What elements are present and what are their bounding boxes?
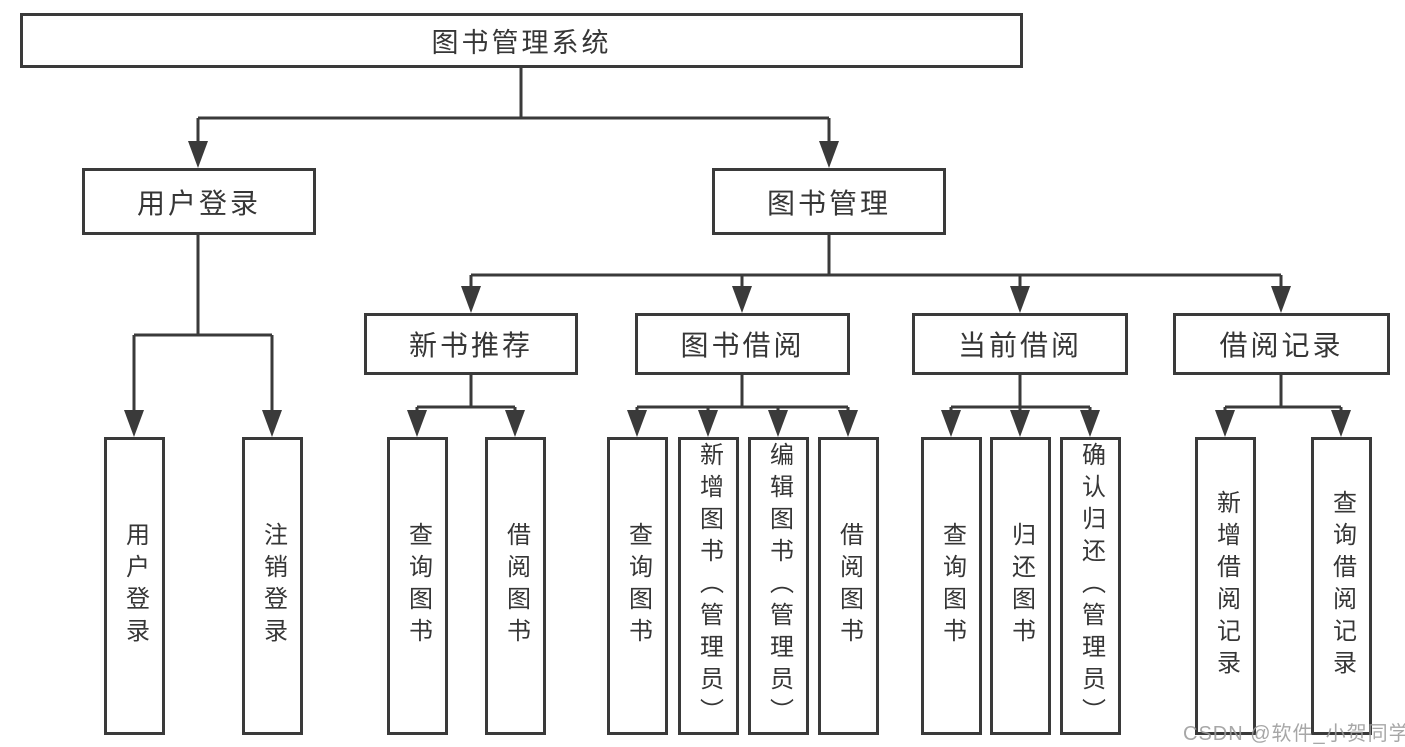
leaf-label: 新增借阅记录 bbox=[1212, 490, 1240, 682]
node-label: 借阅记录 bbox=[1219, 330, 1344, 361]
leaf-add-book-admin: 新增图书（管理员） bbox=[678, 437, 739, 735]
leaf-query-books-recommend: 查询图书 bbox=[387, 437, 448, 735]
leaf-logout: 注销登录 bbox=[242, 437, 303, 735]
leaf-query-books-current: 查询图书 bbox=[921, 437, 982, 735]
leaf-label: 归还图书 bbox=[1007, 522, 1035, 650]
leaf-confirm-return-admin: 确认归还（管理员） bbox=[1060, 437, 1121, 735]
leaf-borrow-books-borrowing: 借阅图书 bbox=[818, 437, 879, 735]
node-label: 图书管理 bbox=[766, 187, 891, 219]
leaf-label: 查询图书 bbox=[624, 522, 652, 650]
leaf-label: 确认归还（管理员） bbox=[1077, 442, 1105, 730]
leaf-query-books-borrowing: 查询图书 bbox=[607, 437, 668, 735]
leaf-label: 查询借阅记录 bbox=[1328, 490, 1356, 682]
leaf-label: 查询图书 bbox=[938, 522, 966, 650]
leaf-borrow-books-recommend: 借阅图书 bbox=[485, 437, 546, 735]
node-book-borrowing: 图书借阅 bbox=[635, 313, 850, 375]
node-root-system: 图书管理系统 bbox=[20, 13, 1023, 68]
arrow-down-icon bbox=[124, 141, 1351, 437]
leaf-label: 借阅图书 bbox=[835, 522, 863, 650]
leaf-label: 新增图书（管理员） bbox=[695, 442, 723, 730]
leaf-label: 编辑图书（管理员） bbox=[765, 442, 793, 730]
node-borrowing-records: 借阅记录 bbox=[1173, 313, 1390, 375]
node-label: 当前借阅 bbox=[957, 330, 1082, 361]
node-label: 新书推荐 bbox=[408, 330, 533, 361]
leaf-user-login: 用户登录 bbox=[104, 437, 165, 735]
node-label: 图书借阅 bbox=[680, 330, 805, 361]
node-label: 用户登录 bbox=[136, 187, 261, 219]
node-book-management: 图书管理 bbox=[712, 168, 946, 235]
leaf-label: 查询图书 bbox=[404, 522, 432, 650]
node-current-borrowing: 当前借阅 bbox=[912, 313, 1128, 375]
node-new-book-recommend: 新书推荐 bbox=[364, 313, 578, 375]
node-user-login: 用户登录 bbox=[82, 168, 316, 235]
leaf-query-borrow-record: 查询借阅记录 bbox=[1311, 437, 1372, 735]
node-label: 图书管理系统 bbox=[431, 28, 612, 58]
watermark: CSDN @软件_小贺同学 bbox=[1183, 723, 1405, 745]
leaf-add-borrow-record: 新增借阅记录 bbox=[1195, 437, 1256, 735]
leaf-label: 借阅图书 bbox=[502, 522, 530, 650]
leaf-label: 用户登录 bbox=[121, 522, 149, 650]
leaf-return-book: 归还图书 bbox=[990, 437, 1051, 735]
leaf-label: 注销登录 bbox=[259, 522, 287, 650]
leaf-edit-book-admin: 编辑图书（管理员） bbox=[748, 437, 809, 735]
